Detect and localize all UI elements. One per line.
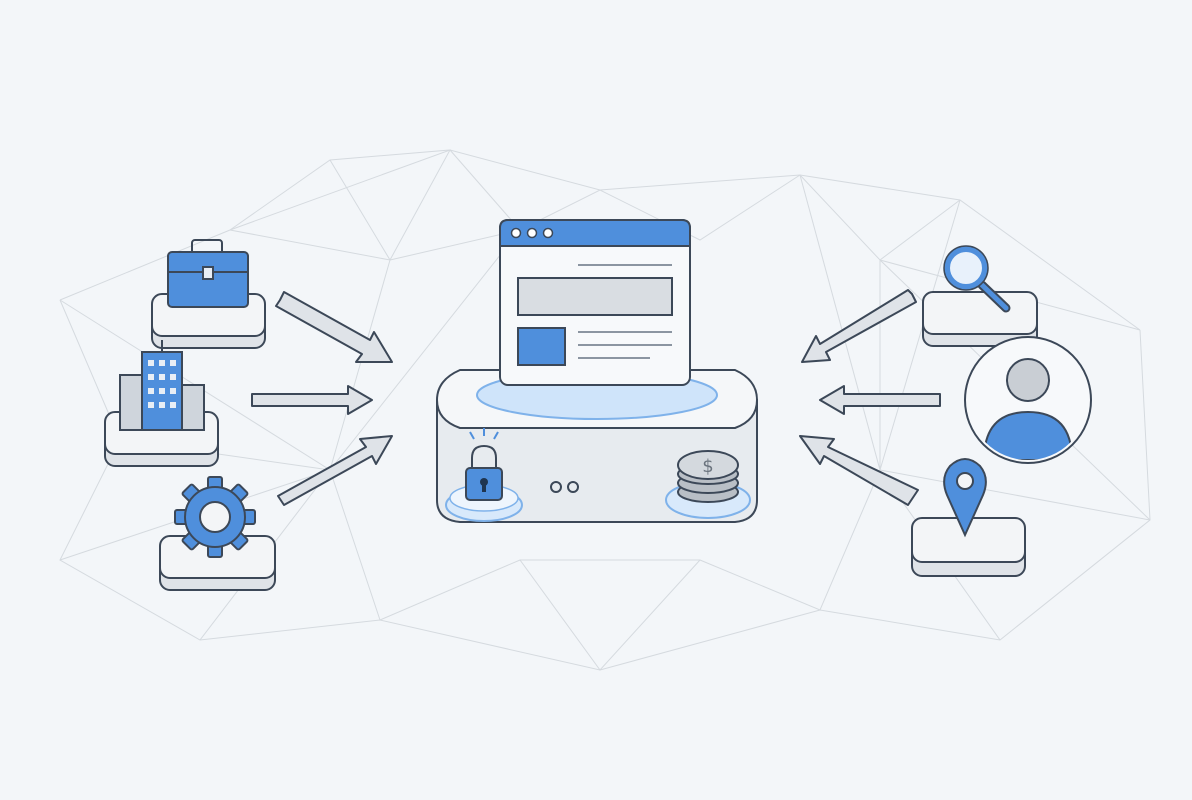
window-dot xyxy=(510,227,522,239)
arrows-right xyxy=(799,289,941,506)
coin-stack-icon: $ xyxy=(677,450,739,503)
coin-badge: $ xyxy=(665,450,751,519)
node-building xyxy=(104,340,219,467)
arrows-left xyxy=(251,291,393,506)
magnifier-icon xyxy=(943,245,1011,313)
text-lines xyxy=(578,264,672,359)
padlock-icon xyxy=(465,444,503,501)
sparkle-lines xyxy=(469,428,499,440)
dollar-glyph: $ xyxy=(702,456,713,477)
node-briefcase xyxy=(151,239,266,349)
padlock-badge xyxy=(445,428,523,522)
arrow-briefcase-to-server xyxy=(275,291,393,363)
briefcase-icon xyxy=(167,239,249,308)
arrow-user-to-server xyxy=(819,385,941,415)
user-avatar-icon xyxy=(964,336,1092,464)
arrow-gear-to-server xyxy=(277,435,393,506)
location-pin-icon xyxy=(943,458,987,538)
window-dot xyxy=(542,227,554,239)
office-building-icon xyxy=(119,340,205,431)
arrow-search-to-server xyxy=(801,289,917,363)
status-light xyxy=(567,481,579,493)
node-location xyxy=(911,458,1026,577)
platform xyxy=(922,291,1038,335)
image-block xyxy=(517,327,566,366)
status-light xyxy=(550,481,562,493)
gear-icon xyxy=(174,476,256,558)
browser-window-icon xyxy=(499,219,691,386)
arrow-pin-to-server xyxy=(799,435,919,506)
node-gear xyxy=(159,476,276,591)
node-search xyxy=(922,245,1038,347)
arrow-building-to-server xyxy=(251,385,373,415)
window-dot xyxy=(526,227,538,239)
header-block xyxy=(517,277,673,316)
